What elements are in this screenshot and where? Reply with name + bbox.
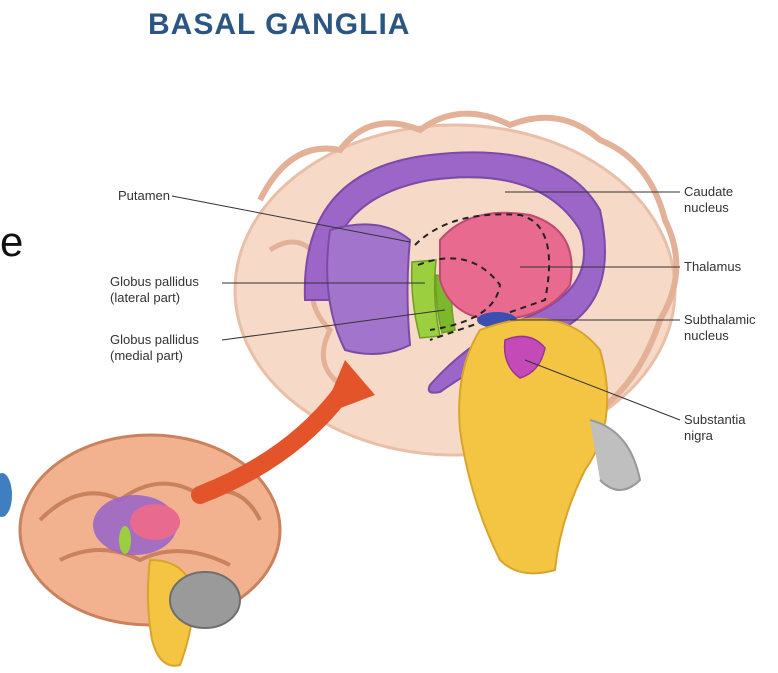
label-substantia: Substantia nigra (684, 412, 774, 444)
red-arrow-shaft (200, 395, 340, 495)
left-edge-letter: e (0, 218, 23, 266)
label-substantia-line1: Substantia (684, 412, 774, 428)
label-globus-lateral: Globus pallidus (lateral part) (110, 274, 230, 306)
label-subthalamic: Subthalamic nucleus (684, 312, 774, 344)
label-globus-lateral-line2: (lateral part) (110, 290, 230, 306)
label-putamen-text: Putamen (118, 188, 170, 203)
small-thalamus (130, 504, 180, 540)
label-subthalamic-line1: Subthalamic (684, 312, 774, 328)
label-globus-medial-line1: Globus pallidus (110, 332, 230, 348)
large-brain-view (235, 114, 676, 574)
label-caudate-line2: nucleus (684, 200, 774, 216)
thalamus-shape (440, 213, 572, 320)
cerebellum-stripes (590, 420, 640, 490)
label-substantia-line2: nigra (684, 428, 774, 444)
small-globus-pallidus (119, 526, 131, 554)
label-thalamus: Thalamus (684, 259, 774, 275)
label-caudate-line1: Caudate (684, 184, 774, 200)
label-caudate: Caudate nucleus (684, 184, 774, 216)
label-globus-medial-line2: (medial part) (110, 348, 230, 364)
label-thalamus-text: Thalamus (684, 259, 774, 275)
label-globus-medial: Globus pallidus (medial part) (110, 332, 230, 364)
label-putamen: Putamen (70, 188, 170, 204)
left-edge-circle (0, 473, 12, 517)
label-globus-lateral-line1: Globus pallidus (110, 274, 230, 290)
label-subthalamic-line2: nucleus (684, 328, 774, 344)
small-cerebellum (170, 572, 240, 628)
putamen-shape (327, 224, 410, 354)
